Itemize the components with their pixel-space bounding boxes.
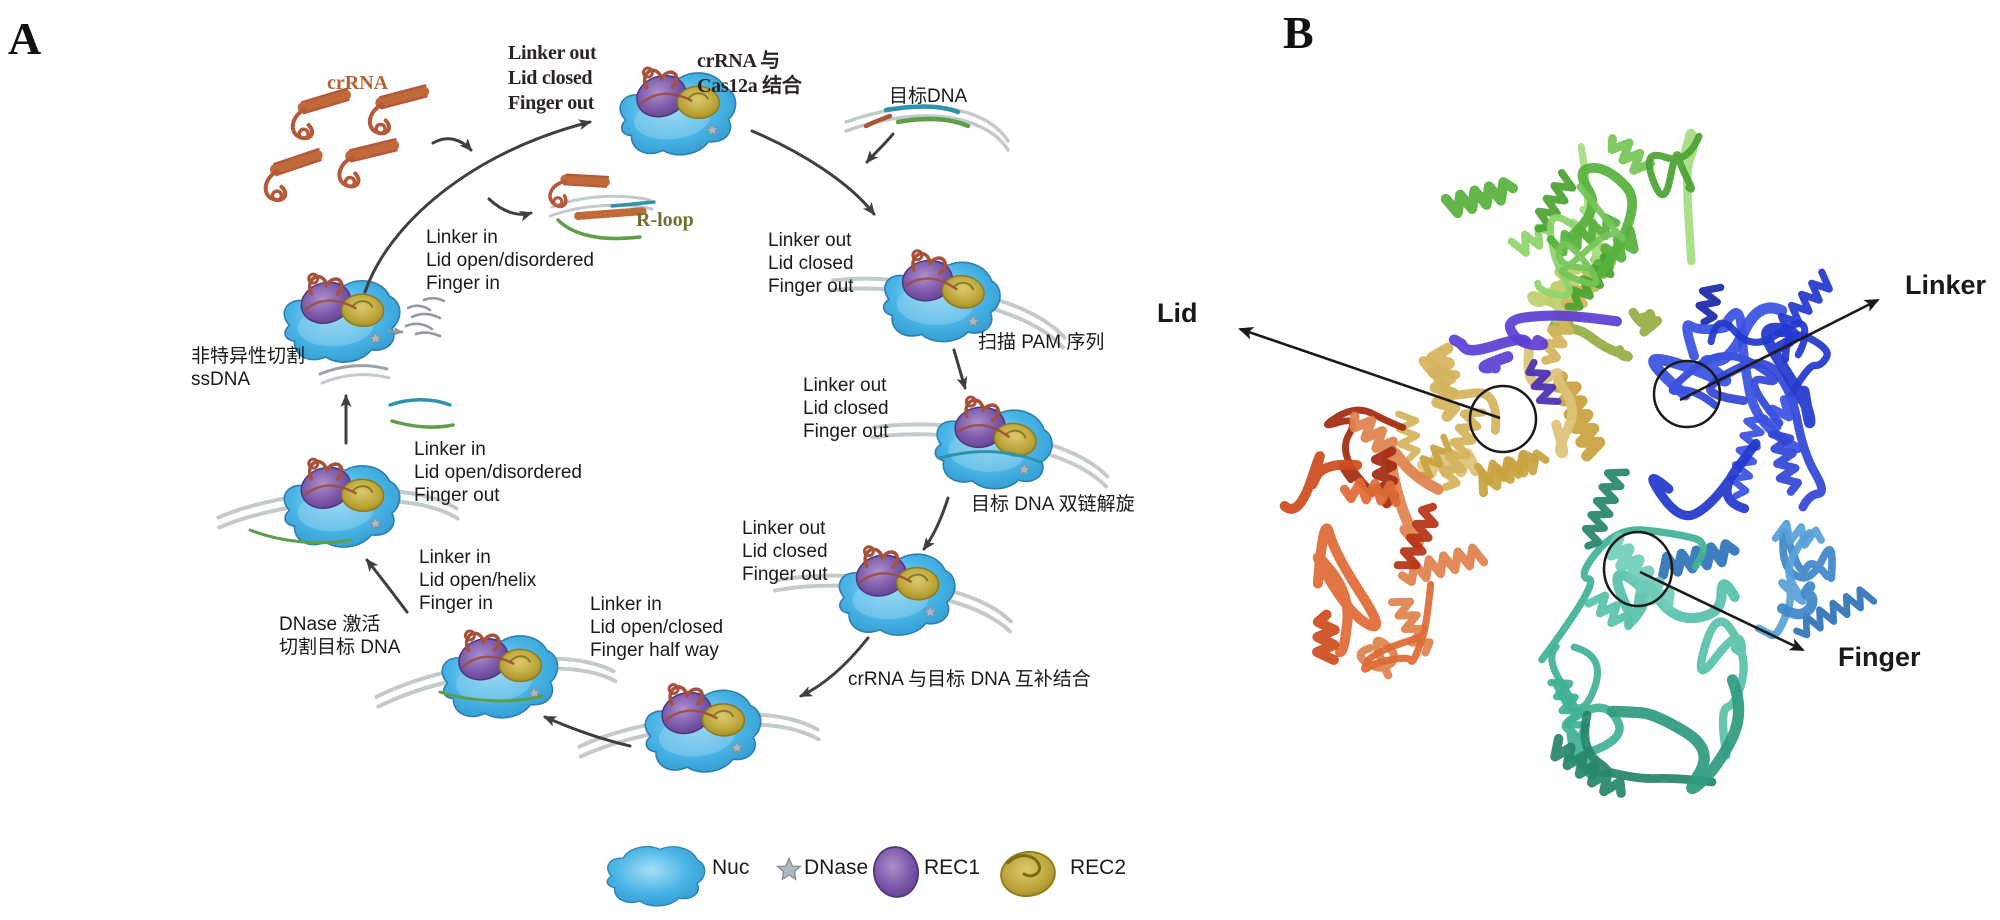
finger-annotation: Finger: [1838, 642, 1921, 672]
cas12a-cartoon-left: [281, 453, 403, 551]
linker-annotation: Linker: [1905, 270, 1987, 300]
cas12a-cartoon-right3: [837, 542, 957, 638]
r-loop-drawing: [548, 166, 656, 241]
state-label-right2: Linker out Lid closed Finger out: [803, 375, 889, 442]
legend-label-rec2: REC2: [1070, 856, 1127, 879]
note-scan-pam: 扫描 PAM 序列: [978, 332, 1105, 353]
legend-glyphs: [606, 846, 1056, 907]
finger-circle: [1602, 530, 1674, 608]
cycle-diagram: [214, 59, 1114, 907]
nuc-glyph: [606, 846, 706, 907]
legend-label-nuc: Nuc: [712, 856, 750, 879]
cas12a-cartoon-right2: [933, 395, 1055, 493]
arrow-target-dna-in: [865, 132, 895, 164]
linker-circle: [1652, 359, 1722, 429]
state-label-left: Linker in Lid open/disordered Finger out: [414, 439, 582, 506]
panel-b-label: B: [1283, 7, 1314, 58]
panel-a-label: A: [8, 13, 42, 64]
arrow-ssdna-out: [386, 326, 404, 336]
state-label-bottom: Linker in Lid open/closed Finger half wa…: [590, 594, 724, 661]
rec2-glyph: [1000, 850, 1056, 898]
crrna-cluster-drawing: [260, 86, 429, 202]
structure-annotations: [1238, 298, 1880, 652]
state-label-inner: Linker in Lid open/disordered Finger in: [426, 227, 594, 294]
target-dna-drawing: [844, 104, 1010, 152]
cycle-arrows: [340, 119, 968, 748]
rec2-curl: [1006, 854, 1042, 878]
note-target-dna: 目标DNA: [889, 86, 968, 107]
note-unwind: 目标 DNA 双链解旋: [971, 494, 1135, 515]
linker-arrow: [1679, 298, 1880, 402]
arrow-bottom: [543, 715, 632, 748]
legend-label-rec1: REC1: [924, 856, 981, 879]
protein-structure: [1238, 128, 1880, 798]
arrow-to-rloop: [487, 197, 533, 222]
note-crrna-binding: crRNA 与 Cas12a 结合: [697, 50, 802, 97]
dnase-star-icon: [775, 856, 803, 881]
arrow-recycle: [363, 119, 592, 294]
arrow-crrna-in: [431, 137, 473, 152]
rloop-label: R-loop: [636, 209, 694, 231]
arrow-unwind: [922, 496, 950, 551]
cas12a-cartoon-right1: [883, 250, 1002, 344]
lid-circle: [1468, 384, 1538, 454]
state-label-top: Linker out Lid closed Finger out: [508, 42, 597, 114]
arrow-complement: [799, 636, 870, 698]
rec1-glyph: [873, 846, 919, 898]
cleavage-products: [248, 296, 1042, 703]
state-label-helix: Linker in Lid open/helix Finger in: [419, 547, 537, 614]
note-dnase: DNase 激活 切割目标 DNA: [279, 614, 401, 658]
cas12a-cartoon-dnase-active: [438, 622, 563, 724]
legend-label-dnase: DNase: [804, 856, 869, 879]
arrow-top-to-right: [750, 129, 876, 216]
ribbon-domains: [1279, 128, 1878, 798]
note-complement: crRNA 与目标 DNA 互补结合: [848, 669, 1091, 690]
finger-arrow: [1639, 570, 1805, 652]
note-nonspecific: 非特异性切割 ssDNA: [191, 346, 306, 390]
state-label-right1: Linker out Lid closed Finger out: [768, 230, 854, 297]
crrna-label: crRNA: [327, 72, 389, 94]
arrow-dnase: [365, 558, 409, 614]
state-label-right3: Linker out Lid closed Finger out: [742, 518, 828, 585]
lid-annotation: Lid: [1157, 298, 1198, 328]
arrow-scan: [952, 348, 968, 390]
lid-arrow: [1238, 327, 1501, 420]
cas12a-cartoon-bottom: [641, 677, 764, 777]
